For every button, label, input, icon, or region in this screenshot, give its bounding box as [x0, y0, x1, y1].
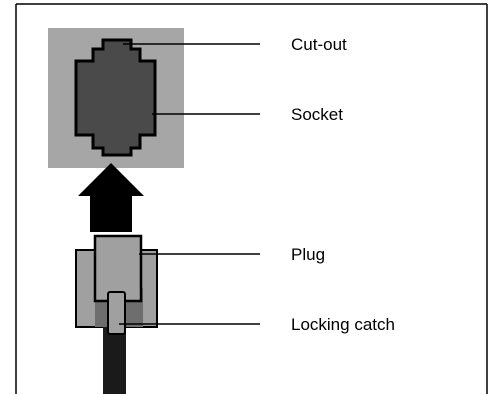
- plug-label: Plug: [291, 245, 326, 264]
- locking-catch: [107, 291, 126, 335]
- plug-cable: [103, 327, 126, 394]
- plug: [75, 234, 158, 394]
- socket: [48, 28, 184, 168]
- cutout-label: Cut-out: [291, 35, 347, 54]
- socket-label: Socket: [291, 105, 343, 124]
- insertion-arrow: [78, 163, 144, 232]
- locking-catch-label: Locking catch: [291, 315, 395, 334]
- socket-opening: [74, 38, 157, 157]
